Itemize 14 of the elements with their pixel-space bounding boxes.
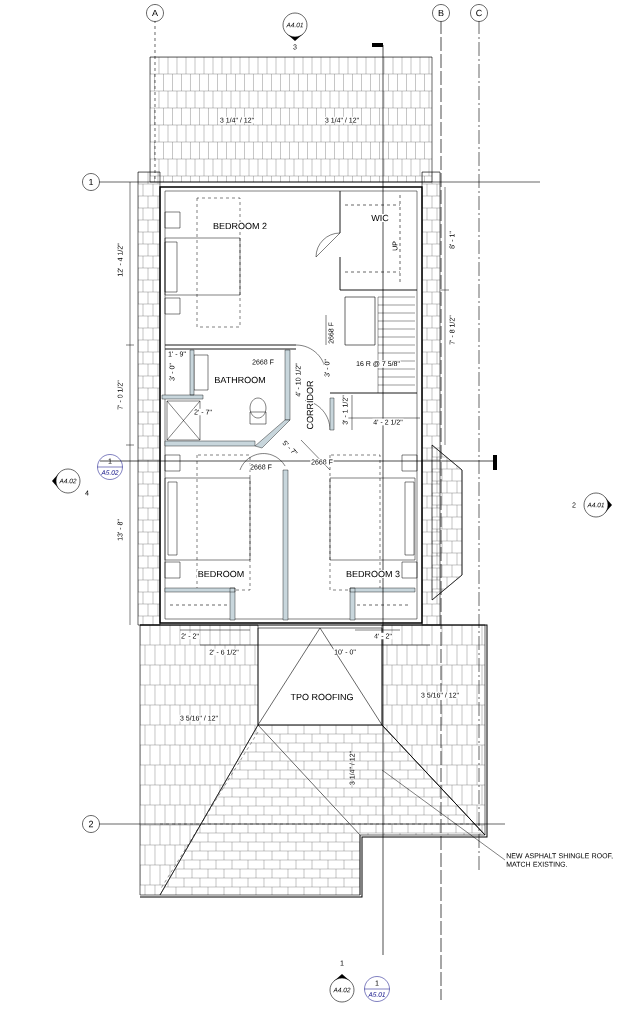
- grid-bubble: 1: [82, 173, 100, 191]
- hip-roof-drawing: [159, 724, 486, 896]
- leader-line: [381, 769, 506, 861]
- room-label: BATHROOM: [213, 376, 267, 384]
- room-label: TPO ROOFING: [289, 693, 355, 701]
- room-label: BEDROOM 2: [212, 222, 268, 230]
- grid-bubble: A: [146, 4, 164, 22]
- grid-bubble: B: [432, 4, 450, 22]
- grid-bubble: C: [470, 4, 488, 22]
- room-label: BEDROOM: [196, 570, 246, 578]
- room-label: CORRIDOR: [306, 379, 314, 431]
- room-label: BEDROOM 3: [345, 570, 401, 578]
- grid-bubble: 2: [82, 815, 100, 833]
- room-label: WIC: [370, 214, 390, 222]
